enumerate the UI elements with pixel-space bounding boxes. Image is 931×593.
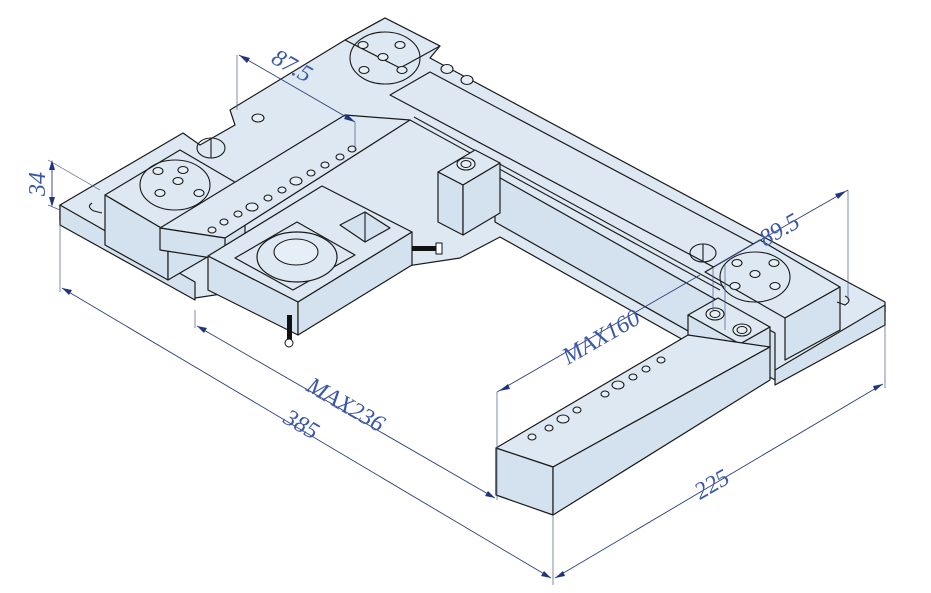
dim-base-height: 34: [25, 172, 51, 197]
hole-circle-outline-right: [719, 251, 791, 303]
right-clamp-block: [704, 239, 850, 361]
rear-rail: [159, 113, 411, 261]
bolt-hole-pattern-top: [357, 40, 408, 75]
slot-right: [836, 295, 850, 306]
hole-circle-outline-top: [349, 31, 421, 85]
hole-row-front: [527, 356, 666, 441]
front-bar: [495, 334, 771, 516]
adjusting-bolt-front[interactable]: [284, 315, 294, 348]
bolt-hole-pattern-left: [152, 165, 205, 198]
adjusting-bolt-side[interactable]: [412, 242, 443, 255]
slot-left: [88, 202, 103, 214]
dim-overall-width: 225: [690, 465, 734, 506]
sliding-jaw: [207, 185, 443, 348]
dim-max-inner-width: MAX160: [557, 305, 645, 371]
stop-block: [437, 149, 501, 236]
hole-row-rear: [207, 113, 357, 234]
hole-circle-outline: [139, 159, 211, 211]
bolt-hole-pattern-right: [729, 258, 781, 291]
